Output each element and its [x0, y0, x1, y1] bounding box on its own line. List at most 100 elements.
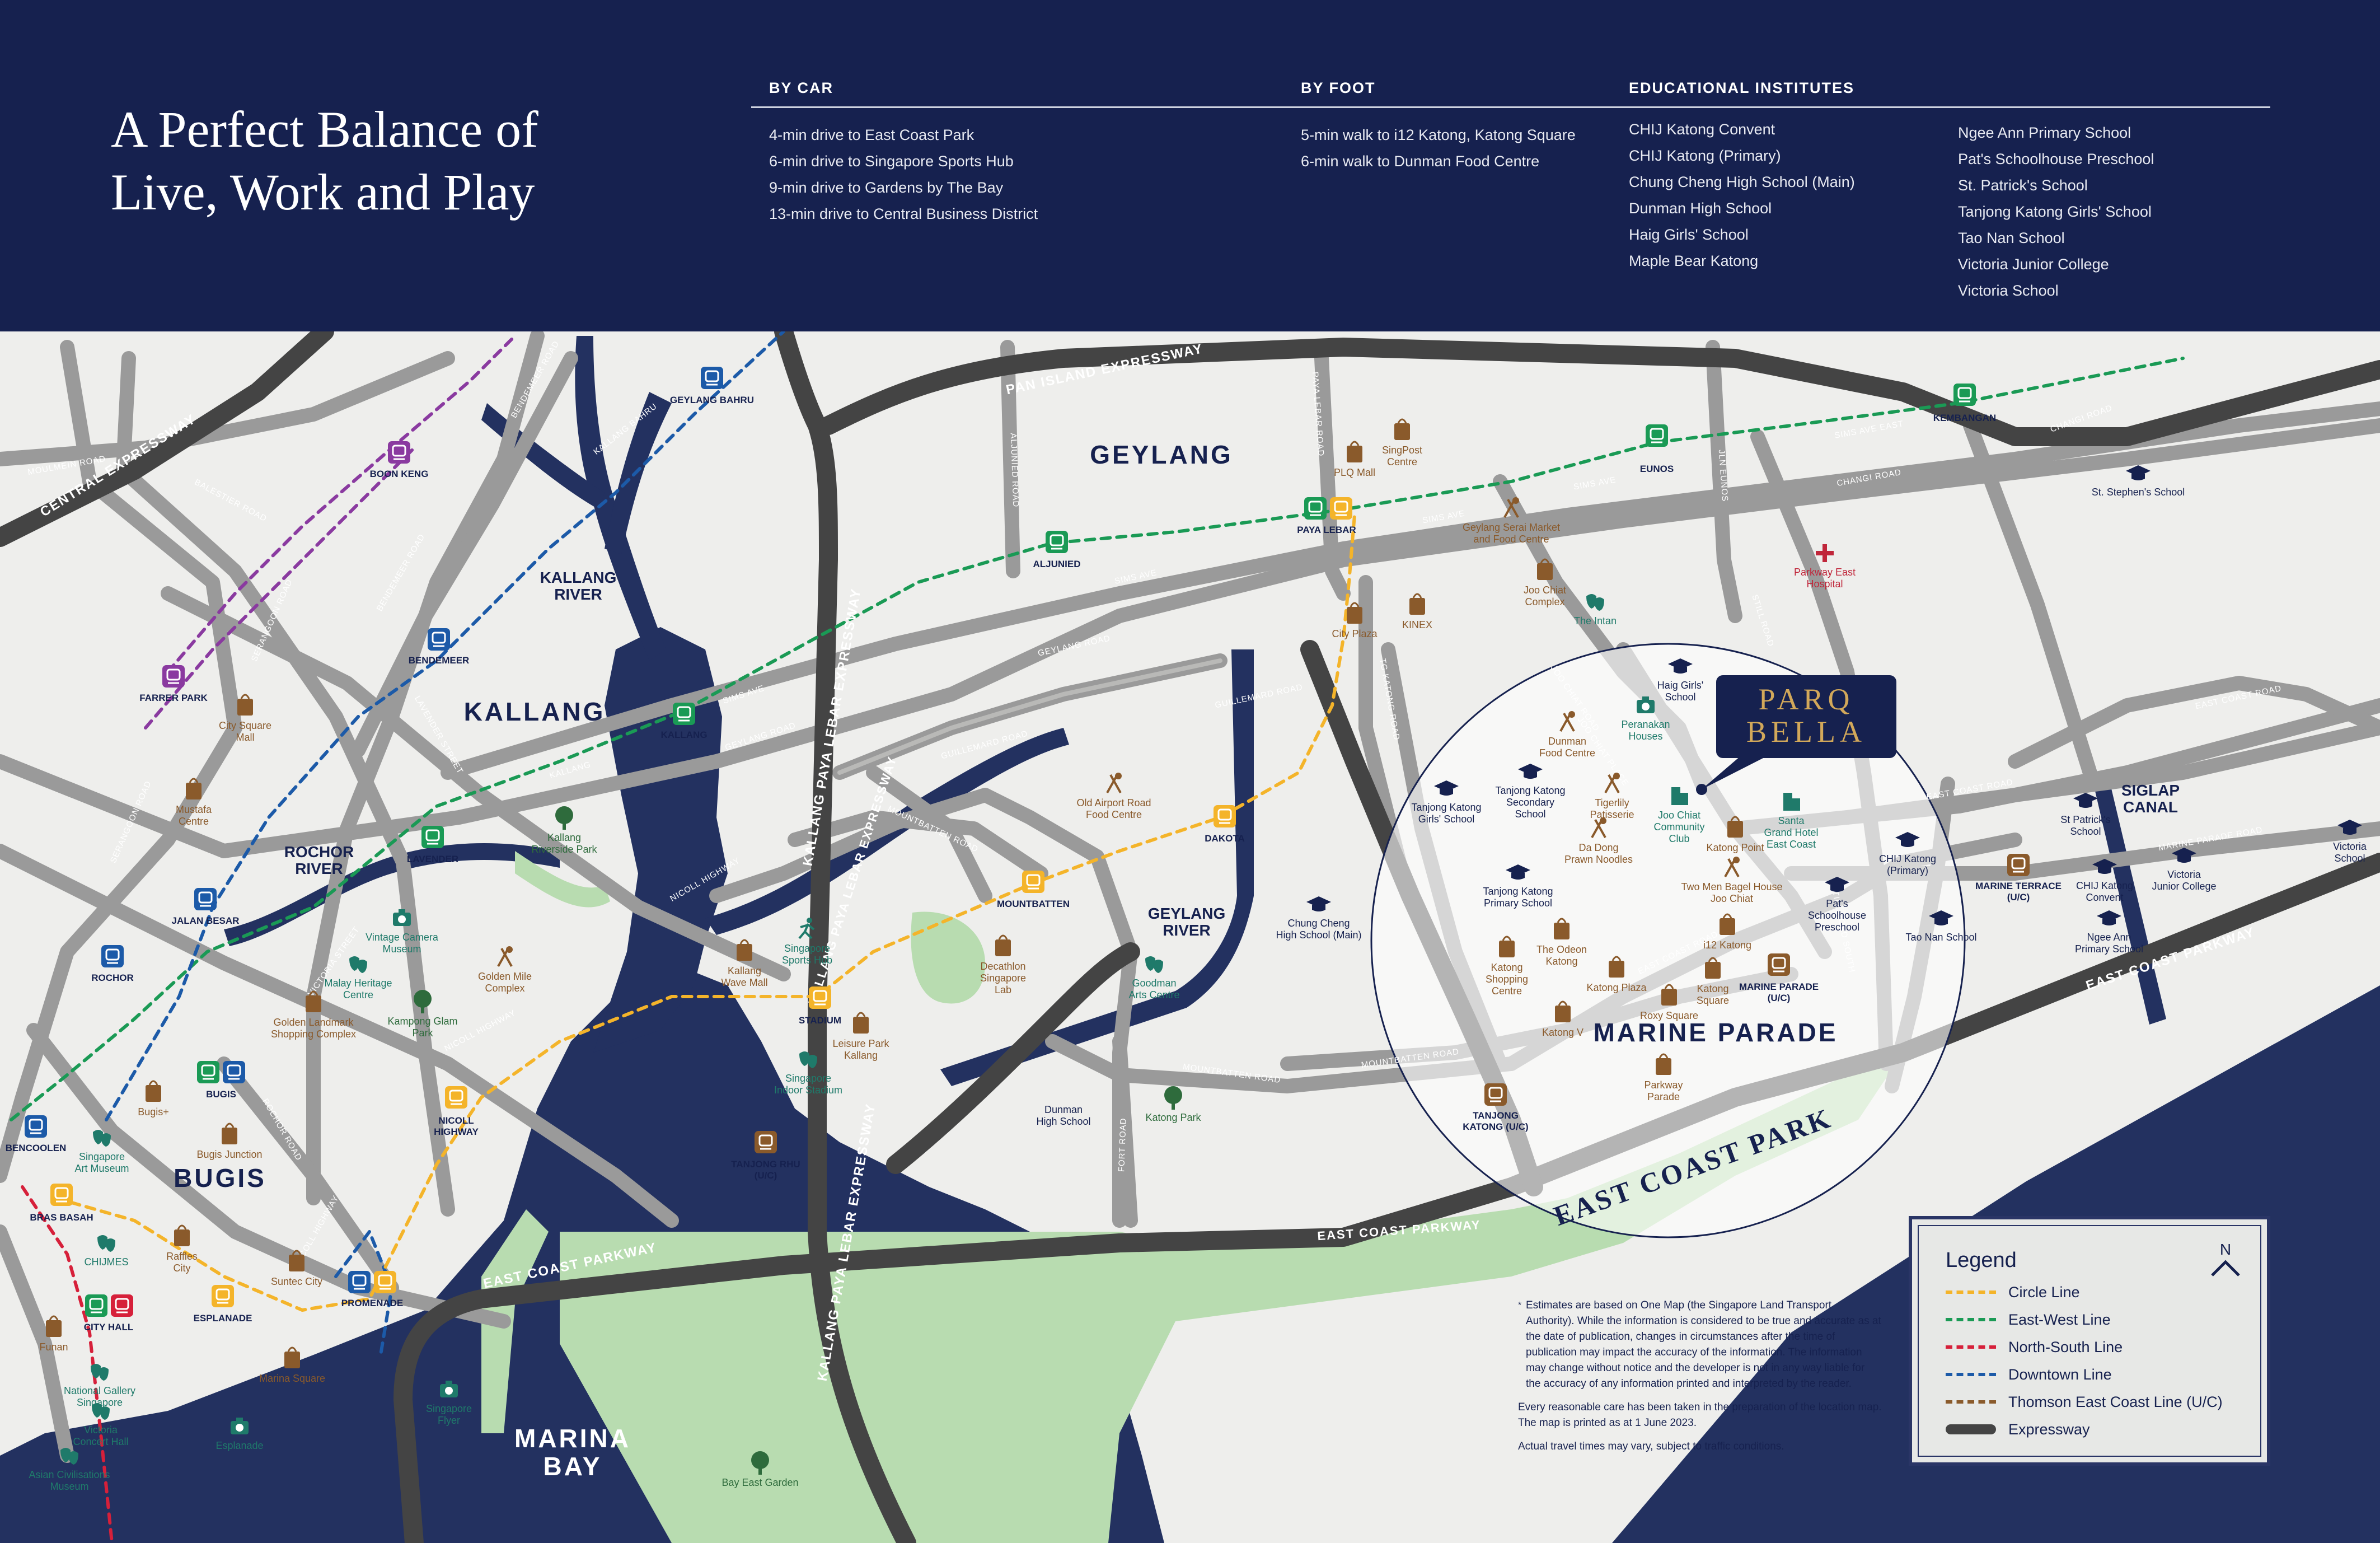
train-icon [201, 1064, 215, 1077]
station-marker-jalan-besar [194, 888, 217, 910]
train-icon [758, 1134, 773, 1147]
shopping-bag-icon [284, 1346, 300, 1368]
poi-label-tanjong-katong-sec: Secondary [1506, 797, 1554, 808]
poi-label-da-dong: Prawn Noodles [1564, 854, 1633, 865]
poi-label-geylang-serai: Geylang Serai Market [1463, 522, 1560, 533]
education-item: Tanjong Katong Girls' School [1958, 203, 2152, 220]
graduation-cap-icon [2092, 859, 2117, 874]
poi-label-katong-shopping: Centre [1492, 985, 1522, 997]
station-label-bencoolen: BENCOOLEN [6, 1143, 67, 1153]
tree-icon [751, 1451, 769, 1475]
education-item: Dunman High School [1629, 200, 1772, 217]
poi-label-katong-shopping: Katong [1491, 962, 1522, 973]
train-icon [29, 1119, 43, 1131]
shopping-bag-icon [1609, 956, 1624, 978]
poi-label-raffles-city: City [174, 1263, 191, 1274]
station-label-tanjong-rhu-2: (U/C) [755, 1170, 777, 1181]
river-label-kallang-1: KALLANG [540, 569, 617, 586]
poi-label-vintage-camera: Vintage Camera [366, 932, 439, 943]
poi-markers [46, 418, 2362, 1475]
graduation-cap-icon [1306, 896, 1331, 911]
graduation-cap-icon [1929, 910, 1953, 925]
poi-label-singapore-flyer: Singapore [426, 1403, 472, 1414]
parq-bella-radius [1370, 643, 1966, 1238]
canal-label-siglap-1: SIGLAP [2121, 782, 2180, 799]
education-item: Ngee Ann Primary School [1958, 124, 2131, 141]
poi-label-katong-shopping: Shopping [1486, 974, 1528, 985]
shopping-bag-icon [186, 778, 202, 799]
parq-bella-badge: PARQ BELLA [1716, 675, 1896, 758]
river-label-rochor-1: ROCHOR [284, 843, 354, 861]
station-marker-eunos [1646, 424, 1668, 447]
shopping-bag-icon [174, 1224, 190, 1246]
poi-label-i12-katong: i12 Katong [1703, 939, 1751, 951]
shopping-bag-icon [1661, 984, 1677, 1006]
station-marker-tanjong-rhu [755, 1131, 777, 1153]
station-marker-city-hall-ew [85, 1294, 107, 1317]
legend-swatch [1946, 1345, 1996, 1349]
poi-label-peranakan: Houses [1628, 731, 1662, 742]
rochor-river [224, 843, 560, 946]
graduation-cap-icon [1434, 780, 1459, 796]
train-icon [705, 370, 719, 382]
theatre-masks-icon [799, 1051, 817, 1068]
poi-label-chij-katong-pri: CHIJ Katong [1879, 853, 1936, 864]
legend-swatch [1946, 1424, 1996, 1434]
poi-label-indoor-stadium: Singapore [785, 1073, 831, 1084]
station-marker-farrer-park [162, 665, 185, 688]
station-label-geylang-bahru: GEYLANG BAHRU [670, 395, 754, 405]
food-icon [1559, 711, 1575, 732]
poi-label-marina-square: Marina Square [259, 1373, 325, 1384]
station-label-eunos: EUNOS [1640, 464, 1674, 474]
east-coast-park-green [560, 1053, 1903, 1543]
area-label-marina-bay-2: BAY [544, 1452, 602, 1481]
poi-label-tanjong-katong-sec: Tanjong Katong [1495, 785, 1565, 796]
station-marker-nicoll-highway [445, 1086, 467, 1109]
poi-label-national-gallery: National Gallery [64, 1385, 135, 1396]
poi-label-ngee-ann: Ngee Ann [2087, 932, 2131, 943]
education-item: St. Patrick's School [1958, 177, 2088, 194]
poi-label-tigerlily: Tigerlily [1595, 797, 1629, 808]
theatre-masks-icon [93, 1130, 111, 1147]
poi-label-singapore-art-museum: Singapore [79, 1151, 125, 1162]
poi-label-st-patricks: St Patrick's [2060, 814, 2110, 825]
poi-label-santa-grand: Grand Hotel [1764, 827, 1818, 838]
road-label-jln-eunos: JLN EUNOS [1717, 450, 1730, 502]
station-marker-rochor [101, 945, 124, 967]
north-arrow-icon: N [2209, 1241, 2242, 1282]
poi-label-st-patricks: School [2070, 826, 2101, 837]
station-marker-aljunied [1046, 531, 1068, 553]
poi-label-old-airport: Old Airport Road [1076, 797, 1151, 808]
river-label-kallang-2: RIVER [554, 586, 602, 603]
north-chevron-icon [2211, 1260, 2240, 1277]
poi-label-singpost: Centre [1387, 456, 1417, 467]
poi-label-geylang-serai: and Food Centre [1473, 534, 1549, 545]
station-marker-boon-keng [388, 441, 410, 464]
station-label-lavender: LAVENDER [407, 854, 458, 864]
education-item: Pat's Schoolhouse Preschool [1958, 151, 2154, 167]
poi-label-the-intan: The Intan [1574, 615, 1617, 626]
station-label-dakota: DAKOTA [1205, 833, 1244, 844]
poi-label-goodman: Goodman [1132, 978, 1176, 989]
station-marker-dakota [1214, 805, 1236, 827]
parq-bella-pointer [1702, 756, 1763, 789]
poi-label-joo-chiat-cc: Joo Chiat [1658, 810, 1700, 821]
header-divider [751, 106, 2270, 108]
station-label-marine-terrace-2: (U/C) [2007, 892, 2030, 903]
by-foot-list: 5-min walk to i12 Katong, Katong Square … [1301, 122, 1576, 175]
legend-label: East-West Line [2008, 1311, 2111, 1328]
tree-icon [414, 990, 432, 1013]
station-label-stadium: STADIUM [799, 1015, 841, 1026]
poi-label-esplanade-place: Esplanade [215, 1440, 263, 1451]
train-icon [1334, 501, 1348, 513]
page-title-line-1: A Perfect Balance of [111, 101, 538, 158]
legend-swatch [1946, 1373, 1996, 1376]
by-foot-heading: BY FOOT [1301, 80, 1376, 96]
by-car-item: 13-min drive to Central Business Distric… [769, 205, 1038, 222]
theatre-masks-icon [349, 956, 367, 973]
running-icon [798, 918, 815, 939]
station-marker-kallang [673, 703, 695, 725]
area-label-bugis: BUGIS [174, 1163, 266, 1193]
poi-label-golden-mile: Golden Mile [478, 971, 532, 982]
